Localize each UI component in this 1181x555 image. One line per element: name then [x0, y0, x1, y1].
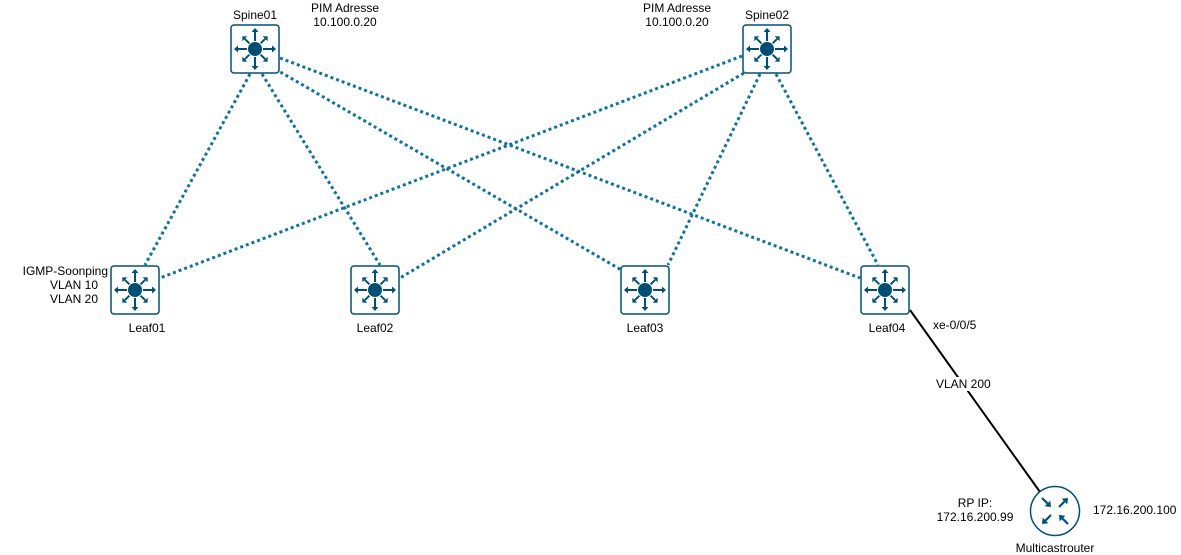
- router-ip-label: 172.16.200.100: [1093, 503, 1177, 517]
- spine02-pim-ip: 10.100.0.20: [645, 15, 709, 29]
- link-spine01-leaf04[interactable]: [279, 56, 861, 280]
- leaf04-label: Leaf04: [868, 321, 906, 335]
- spine02-switch-icon[interactable]: [742, 24, 792, 74]
- leaf04-port-label: xe-0/0/5: [933, 318, 977, 332]
- link-spine02-leaf03[interactable]: [666, 73, 762, 266]
- spine01-pim-title: PIM Adresse: [310, 1, 380, 15]
- link-spine01-leaf03[interactable]: [269, 64, 631, 277]
- multicast-router-icon[interactable]: [1029, 485, 1081, 537]
- spine02-pim-title: PIM Adresse: [642, 1, 712, 15]
- leaf03-label: Leaf03: [626, 321, 664, 335]
- rp-ip-annotation: RP IP: 172.16.200.99: [925, 496, 1025, 524]
- spine01-switch-icon[interactable]: [230, 24, 280, 74]
- spine01-pim-ip: 10.100.0.20: [313, 15, 377, 29]
- router-label: Multicastrouter: [1015, 541, 1095, 555]
- leaf03-switch-icon[interactable]: [620, 265, 670, 315]
- leaf01-vlan20-label: VLAN 20: [49, 292, 99, 306]
- leaf01-switch-icon[interactable]: [110, 265, 160, 315]
- link-spine02-leaf01[interactable]: [159, 54, 743, 280]
- leaf02-switch-icon[interactable]: [350, 265, 400, 315]
- leaf01-igmp-label: IGMP-Soonping: [22, 264, 108, 278]
- spine01-label: Spine01: [232, 8, 278, 22]
- leaf01-vlan10-label: VLAN 10: [49, 278, 99, 292]
- spine02-pim-annotation: PIM Adresse 10.100.0.20: [622, 1, 732, 29]
- leaf01-label: Leaf01: [128, 321, 166, 335]
- link-spine01-leaf02[interactable]: [260, 73, 382, 266]
- link-spine01-leaf01[interactable]: [143, 73, 252, 266]
- leaf04-switch-icon[interactable]: [860, 265, 910, 315]
- spine02-label: Spine02: [744, 8, 790, 22]
- link-spine02-leaf02[interactable]: [399, 68, 750, 280]
- leaf02-label: Leaf02: [356, 321, 394, 335]
- link-spine02-leaf04[interactable]: [774, 73, 880, 266]
- spine01-pim-annotation: PIM Adresse 10.100.0.20: [290, 1, 400, 29]
- uplink-vlan-label: VLAN 200: [934, 377, 993, 391]
- rp-ip-value: 172.16.200.99: [936, 510, 1014, 524]
- leaf01-igmp-annotation: IGMP-Soonping VLAN 10 VLAN 20: [10, 264, 108, 306]
- rp-ip-title: RP IP:: [957, 496, 993, 510]
- link-leaf04-router[interactable]: [909, 309, 1041, 493]
